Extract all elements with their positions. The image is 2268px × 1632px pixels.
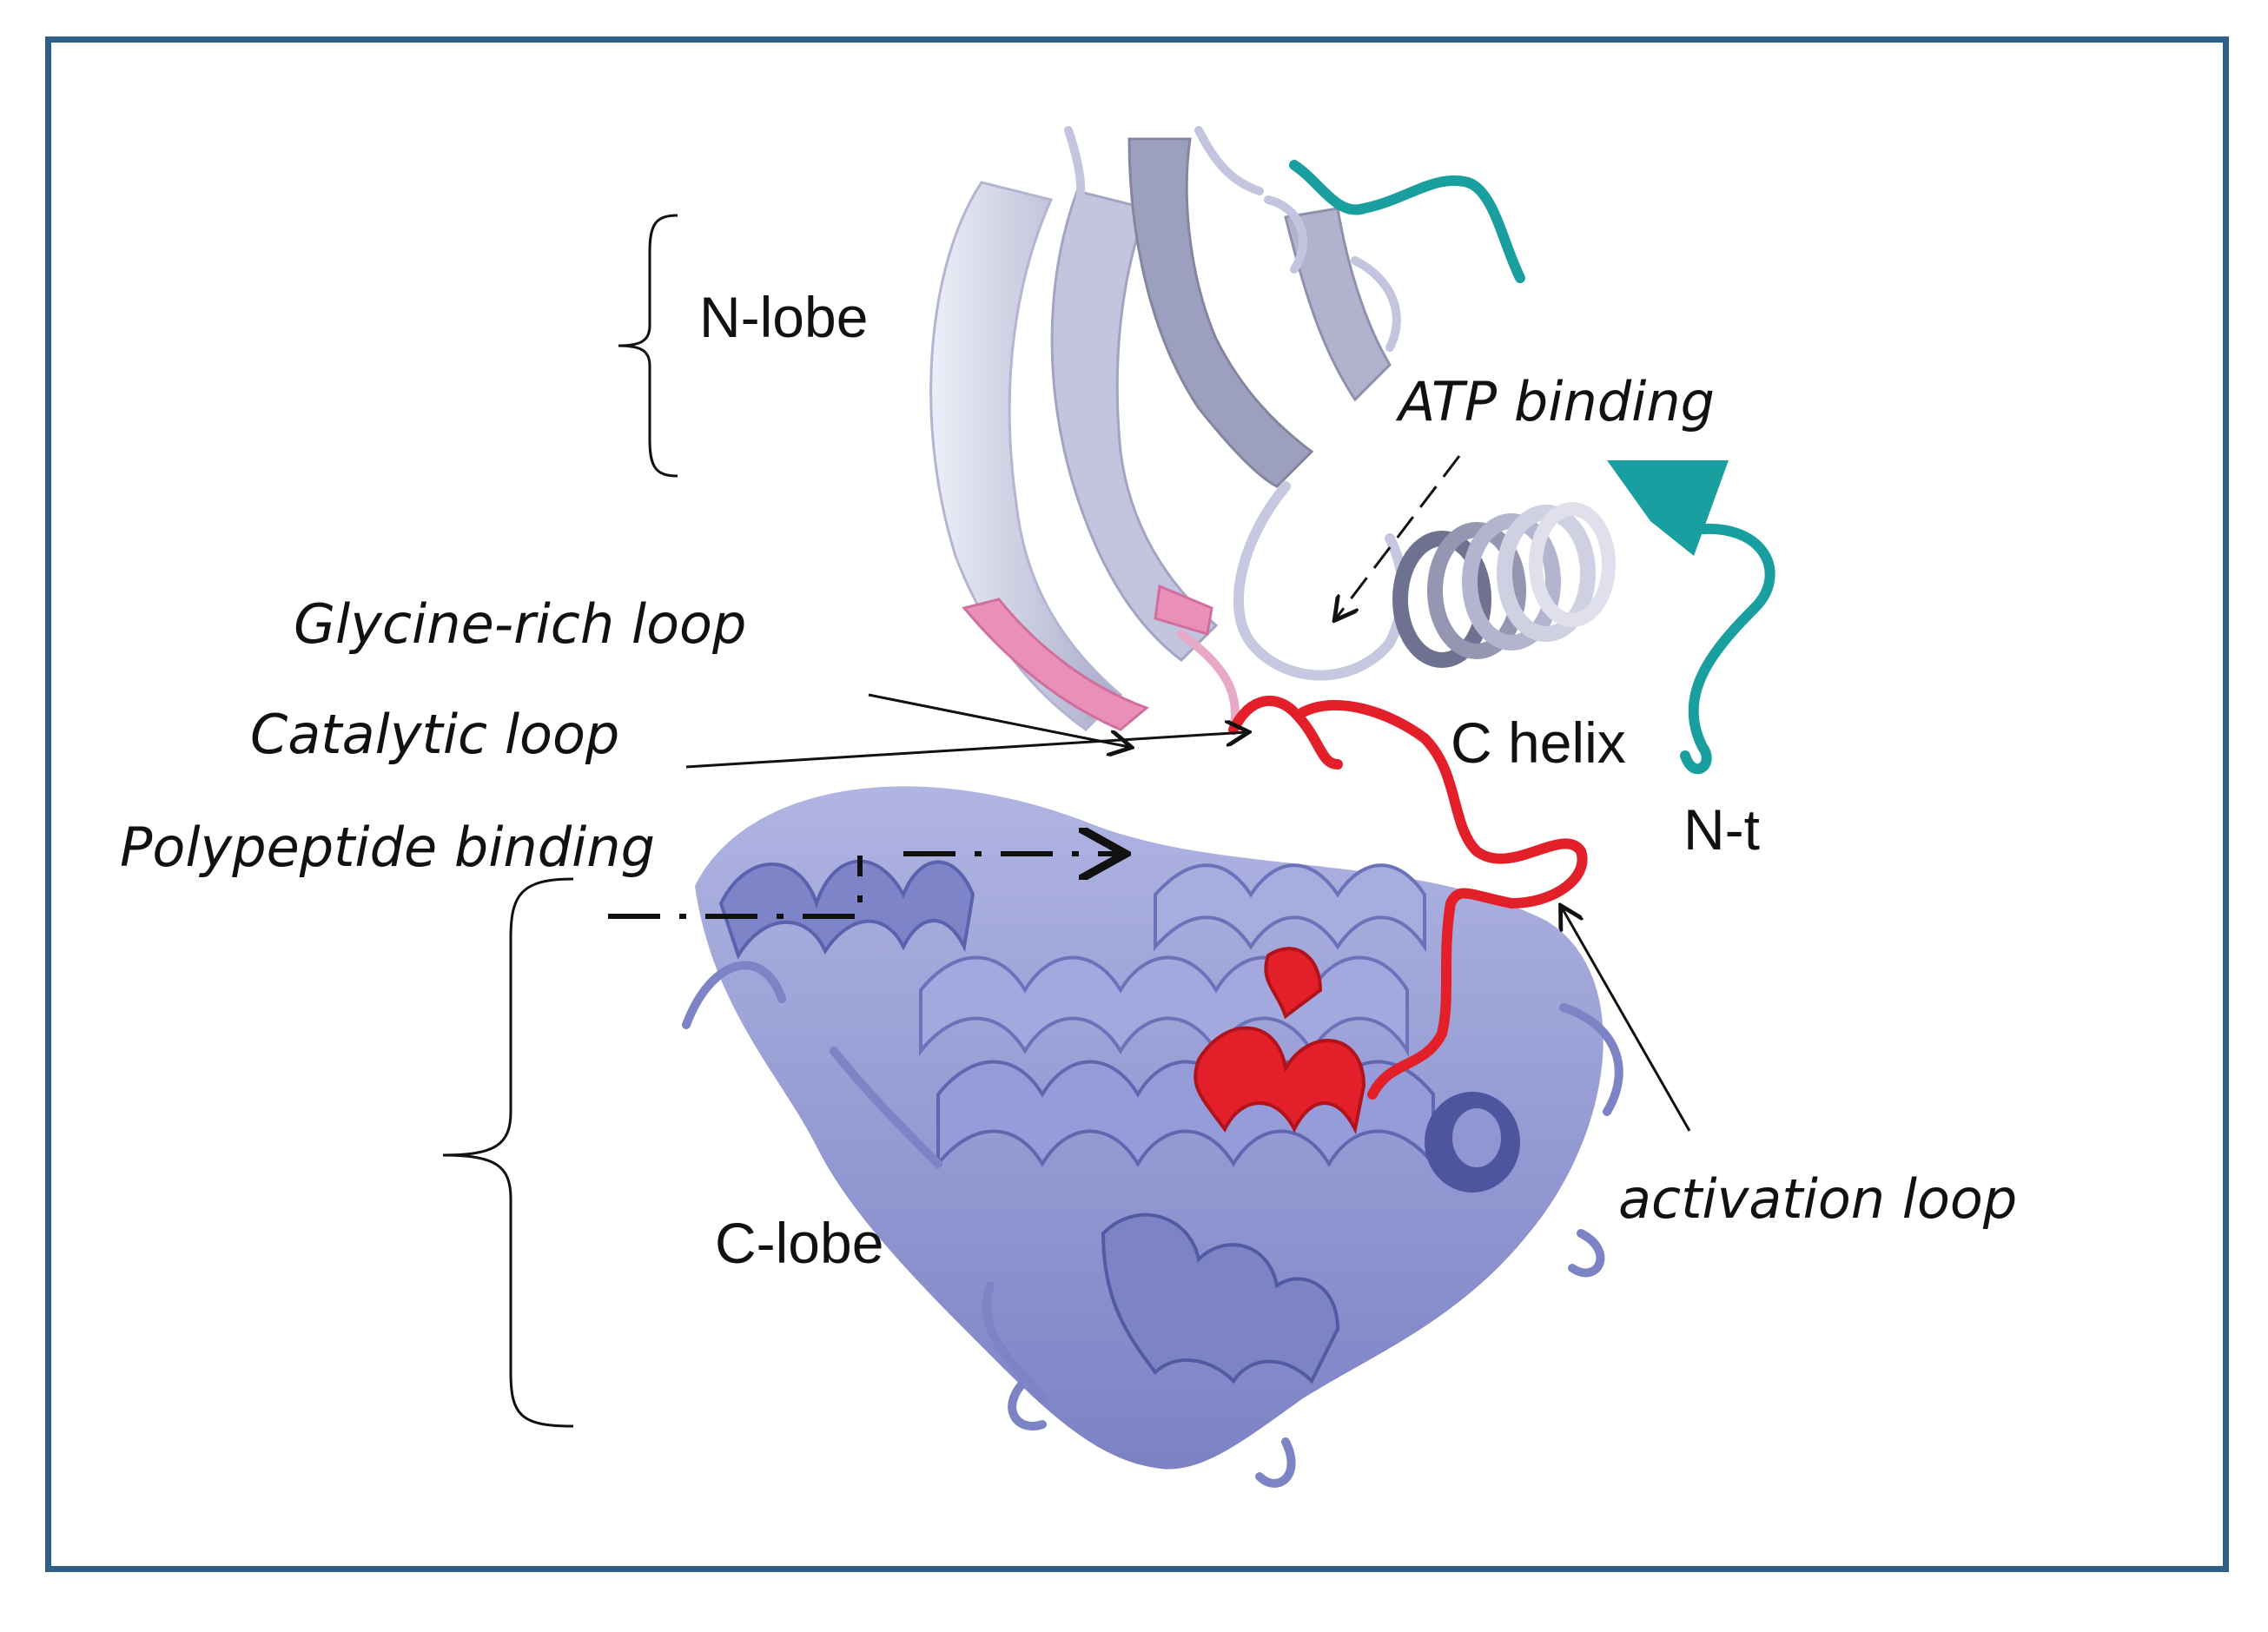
n-lobe-structure	[929, 126, 1408, 734]
activation-loop-chain	[1228, 696, 1588, 1039]
c-lobe-small-helix-core	[1452, 1108, 1501, 1167]
catalytic-loop-arrow-icon	[685, 732, 1246, 769]
c-helix-label: C helix	[1451, 710, 1626, 775]
c-lobe-label: C-lobe	[715, 1211, 884, 1275]
n-lobe-strand-4	[1284, 207, 1392, 402]
activation-loop-structure	[1194, 696, 1588, 1135]
activation-loop-arrow-icon	[1562, 908, 1691, 1132]
n-terminus-chain	[1289, 160, 1775, 775]
n-lobe-strand-2	[1050, 189, 1219, 662]
atp-pocket-loop	[1233, 481, 1408, 681]
activation-loop-label: activation loop	[1618, 1167, 2018, 1231]
atp-binding-label: ATP binding	[1398, 370, 1715, 433]
n-terminus-strand-top	[1289, 160, 1525, 283]
c-lobe-helix-upper	[1154, 863, 1426, 953]
n-terminus-arrowhead	[1607, 460, 1729, 556]
c-lobe-helix-left	[718, 859, 975, 960]
polypeptide-binding-label: Polypeptide binding	[120, 816, 655, 879]
polypeptide-binding-dashdot-line	[608, 856, 863, 919]
n-lobe-bracket-icon	[618, 214, 678, 478]
n-terminus-strand-lower	[1680, 523, 1775, 775]
catalytic-loop-label: Catalytic loop	[250, 703, 620, 766]
c-helix-coil	[1392, 502, 1616, 668]
c-lobe-bracket-icon	[442, 877, 574, 1428]
n-terminus-label: N-t	[1683, 797, 1760, 862]
glycine-rich-loop-tip	[1154, 584, 1213, 636]
c-lobe-loop-left	[682, 961, 1623, 1488]
glycine-rich-loop-label: Glycine-rich loop	[294, 592, 747, 656]
glycine-rich-loop-arrow-icon	[868, 693, 1129, 747]
atp-binding-arrow-icon	[1336, 455, 1461, 618]
glycine-rich-loop-segment	[962, 598, 1149, 731]
activation-loop-tail	[1367, 1028, 1447, 1100]
n-lobe-top-loops	[1064, 126, 1401, 352]
glycine-rich-loop-link	[1177, 630, 1240, 734]
c-lobe-helix-lower	[1101, 1212, 1340, 1384]
n-lobe-strand-1	[929, 181, 1123, 731]
activation-loop-helix	[1194, 947, 1366, 1135]
n-lobe-strand-3	[1127, 137, 1314, 488]
n-lobe-label: N-lobe	[699, 285, 869, 349]
